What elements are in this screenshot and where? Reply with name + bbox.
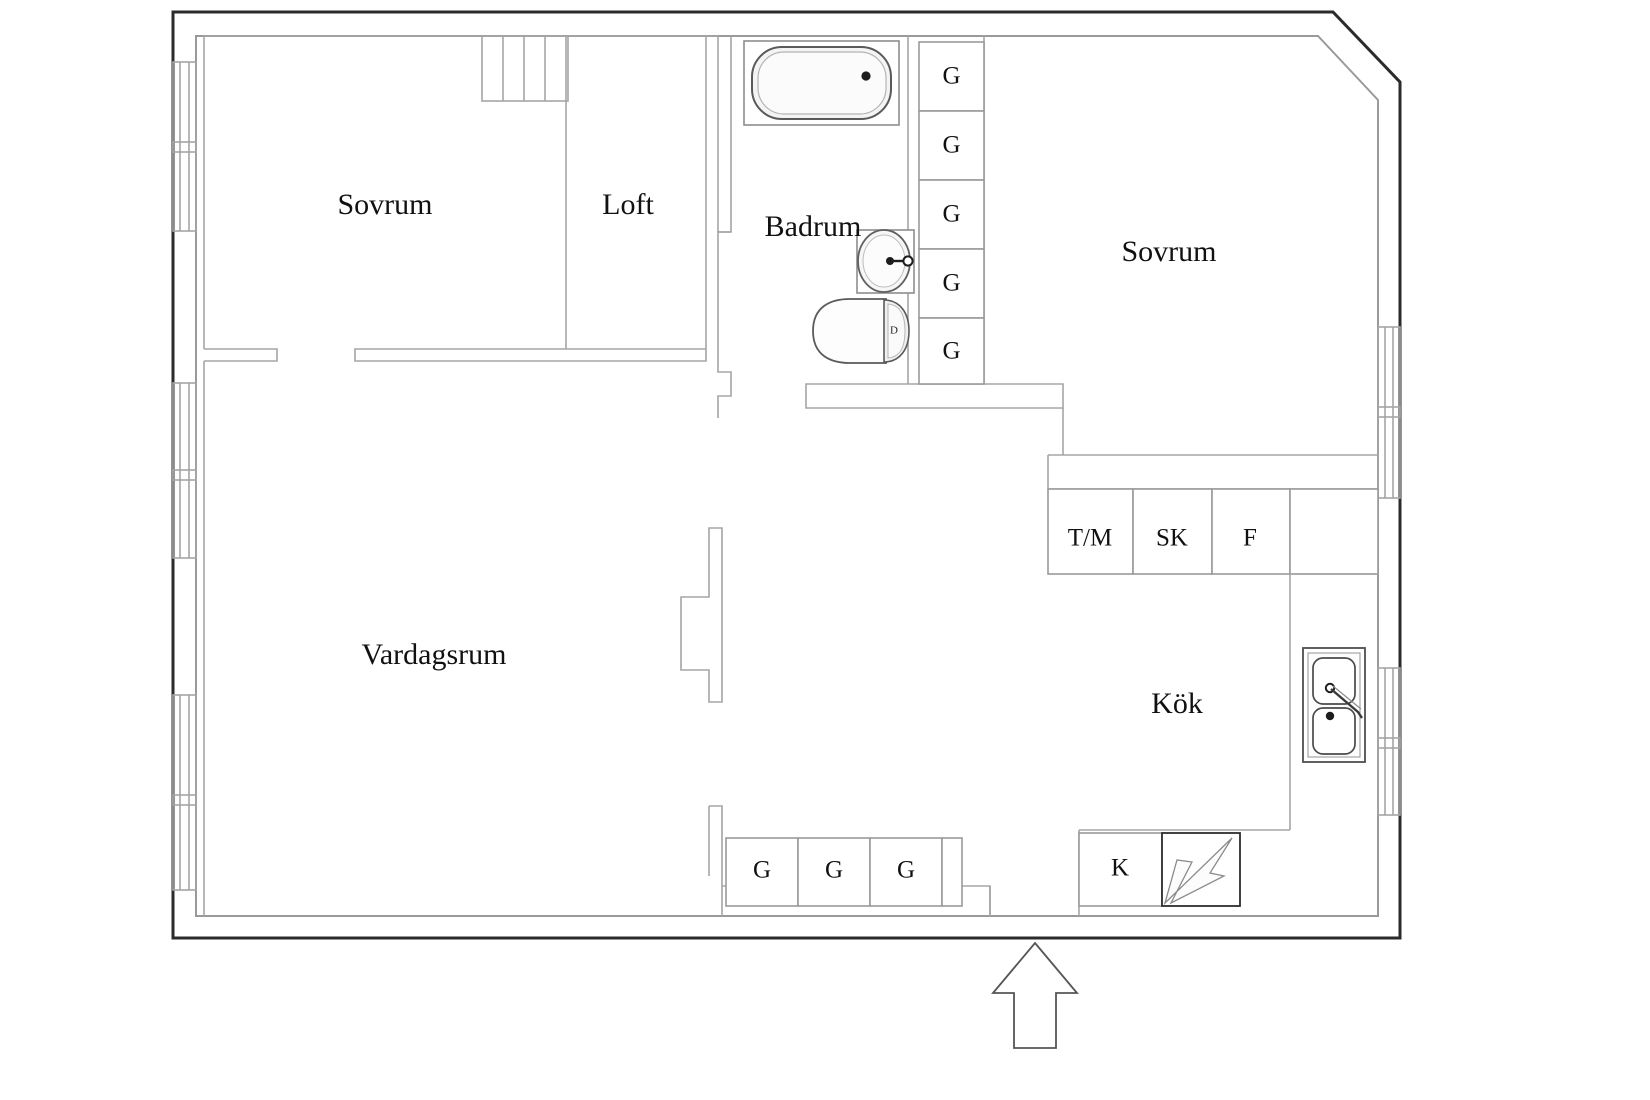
bathroom-wardrobe-column: G G G G G	[918, 41, 985, 385]
toilet-marker-label: D	[890, 325, 898, 337]
washbasin-fixture	[856, 229, 915, 294]
kitchen-appliance-row: T/M SK F	[1047, 488, 1379, 575]
wardrobe-cell[interactable]: G	[918, 110, 985, 181]
room-label-kok: Kök	[1151, 687, 1203, 720]
wardrobe-label: G	[942, 132, 960, 159]
hob-cell[interactable]	[1161, 832, 1241, 907]
wardrobe-label: G	[753, 857, 771, 884]
staircase	[481, 35, 569, 102]
appliance-cell[interactable]: SK	[1132, 488, 1213, 575]
appliance-cell[interactable]: F	[1211, 488, 1291, 575]
wardrobe-cell[interactable]: G	[797, 837, 871, 907]
appliance-label: F	[1243, 525, 1257, 552]
wardrobe-label: G	[942, 338, 960, 365]
wardrobe-cell[interactable]: G	[918, 317, 985, 385]
room-label-loft: Loft	[602, 188, 654, 221]
appliance-label: T/M	[1068, 525, 1112, 552]
wardrobe-label: G	[942, 201, 960, 228]
toilet-fixture: D	[812, 298, 910, 364]
room-label-badrum: Badrum	[765, 210, 862, 243]
room-wall-sovrum-right	[1047, 408, 1378, 490]
appliance-label: SK	[1156, 525, 1188, 552]
outer-wall-inner-face	[195, 35, 1379, 917]
wardrobe-cell[interactable]: G	[918, 179, 985, 250]
wardrobe-cell[interactable]: G	[725, 837, 799, 907]
wardrobe-label: G	[942, 63, 960, 90]
window-left-1	[172, 61, 197, 232]
wardrobe-cell[interactable]: G	[918, 41, 985, 112]
bathtub-fixture	[743, 40, 900, 126]
wardrobe-cell[interactable]: G	[918, 248, 985, 319]
room-label-sovrum-left: Sovrum	[337, 188, 432, 221]
entrance-arrow	[991, 941, 1079, 1049]
room-labels: Sovrum Loft Badrum Sovrum Vardagsrum Kök	[337, 188, 1216, 720]
wardrobe-cell[interactable]: G	[869, 837, 943, 907]
wardrobe-label: G	[942, 270, 960, 297]
wardrobe-label: G	[825, 857, 843, 884]
outer-wall-shell	[171, 10, 1402, 940]
window-right-2	[1377, 667, 1401, 816]
window-left-2	[172, 382, 197, 559]
window-left-3	[172, 694, 197, 891]
appliance-cell[interactable]: T/M	[1047, 488, 1134, 575]
wardrobe-label: G	[897, 857, 915, 884]
wall-vardagsrum-partition	[680, 527, 723, 703]
room-label-vardagsrum: Vardagsrum	[362, 638, 507, 671]
stove-cell[interactable]: K	[1078, 832, 1163, 907]
hall-wardrobe-row: G G G	[725, 837, 963, 907]
kitchen-sink-fixture	[1302, 647, 1366, 763]
room-label-sovrum-right: Sovrum	[1121, 235, 1216, 268]
stove-label: K	[1111, 855, 1129, 882]
room-wall-sovrum-left	[203, 35, 731, 916]
window-right-1	[1377, 326, 1401, 499]
kitchen-stove-group: K	[1078, 832, 1241, 907]
